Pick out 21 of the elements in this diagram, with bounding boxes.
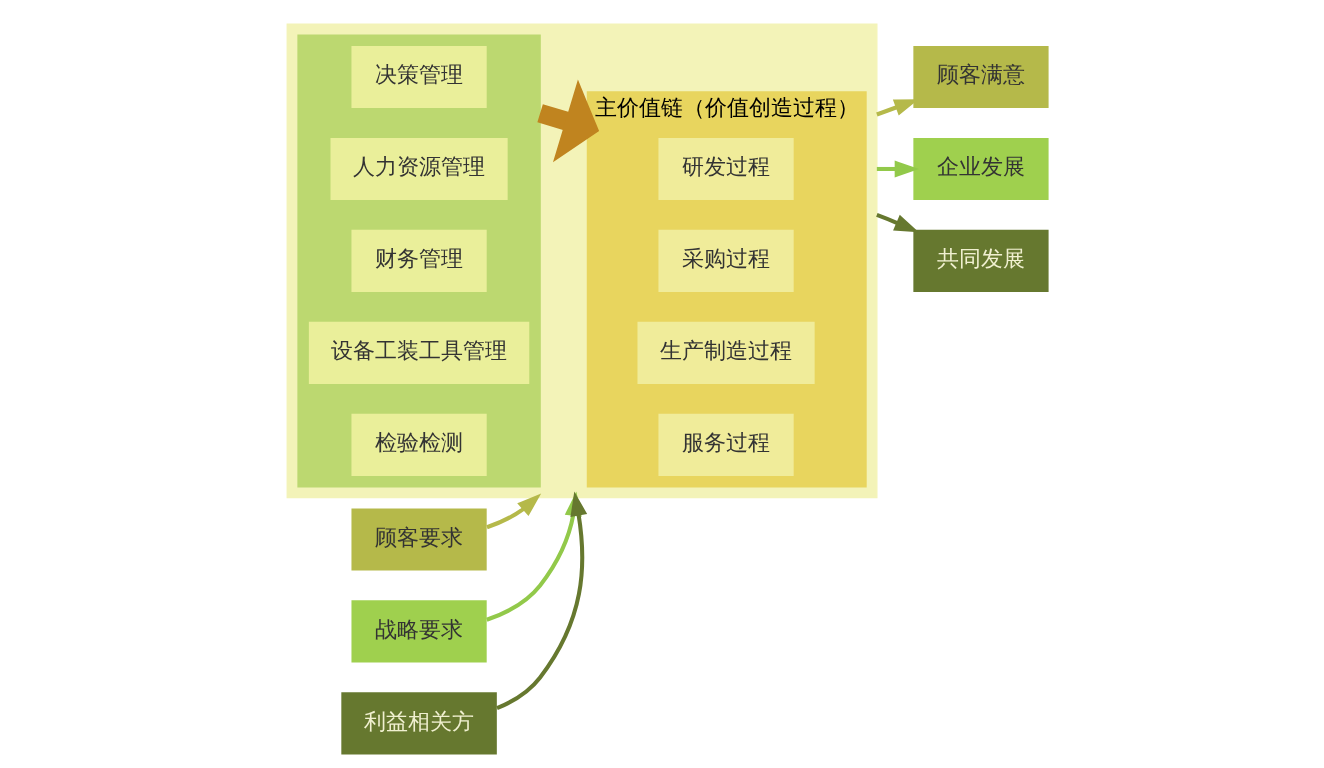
node-box: 顾客要求: [350, 508, 487, 571]
node-box: 采购过程: [657, 229, 794, 293]
arrow: [536, 79, 599, 163]
node-box: 生产制造过程: [637, 321, 815, 384]
node-box: 决策管理: [350, 45, 487, 109]
cluster: [286, 23, 877, 499]
node-box: 战略要求: [350, 600, 487, 663]
node-box: 检验检测: [350, 413, 487, 476]
node-box: 服务过程: [657, 413, 794, 476]
node-box: 企业发展: [912, 137, 1049, 201]
arrow: [485, 493, 541, 530]
node-box: 财务管理: [350, 229, 487, 293]
node-box: 顾客满意: [912, 45, 1049, 109]
arrow: [876, 160, 919, 178]
arrow: [875, 213, 919, 233]
node-box: 共同发展: [912, 229, 1049, 293]
node-box: 人力资源管理: [330, 137, 508, 201]
node-box: 研发过程: [657, 137, 794, 201]
node-box: 利益相关方: [340, 692, 497, 755]
cluster: [296, 34, 541, 488]
node-box: 设备工装工具管理: [308, 321, 529, 384]
